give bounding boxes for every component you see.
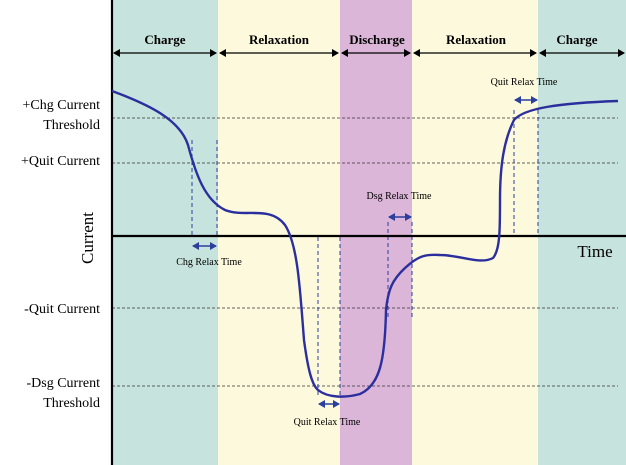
chg-relax-label: Chg Relax Time [176, 257, 242, 268]
phase-label-relaxation-2: Relaxation [446, 32, 507, 47]
x-axis-label: Time [577, 242, 612, 261]
level-chg-threshold-line1: +Chg Current [23, 98, 101, 113]
phase-label-relaxation-1: Relaxation [249, 32, 310, 47]
dsg-relax-label: Dsg Relax Time [366, 191, 432, 202]
level-chg-threshold-line2: Threshold [43, 118, 100, 133]
phase-band-relaxation-2 [412, 0, 538, 465]
phase-band-relaxation-1 [218, 0, 340, 465]
phase-label-charge-1: Charge [144, 32, 185, 47]
quit-relax-top-label: Quit Relax Time [491, 77, 558, 88]
y-axis-label: Current [78, 212, 97, 264]
quit-relax-bottom-label: Quit Relax Time [294, 417, 361, 428]
phase-band-charge-2 [538, 0, 626, 465]
phase-band-charge-1 [112, 0, 218, 465]
phase-label-charge-2: Charge [556, 32, 597, 47]
level-dsg-threshold-line1: -Dsg Current [27, 376, 101, 391]
phase-label-discharge: Discharge [349, 32, 405, 47]
level-quit-neg: -Quit Current [24, 302, 100, 317]
phase-band-discharge [340, 0, 412, 465]
current-curve [111, 89, 619, 398]
level-quit-pos: +Quit Current [21, 154, 100, 169]
level-dsg-threshold-line2: Threshold [43, 396, 100, 411]
relax-arrows [192, 96, 538, 408]
threshold-lines [112, 117, 618, 387]
